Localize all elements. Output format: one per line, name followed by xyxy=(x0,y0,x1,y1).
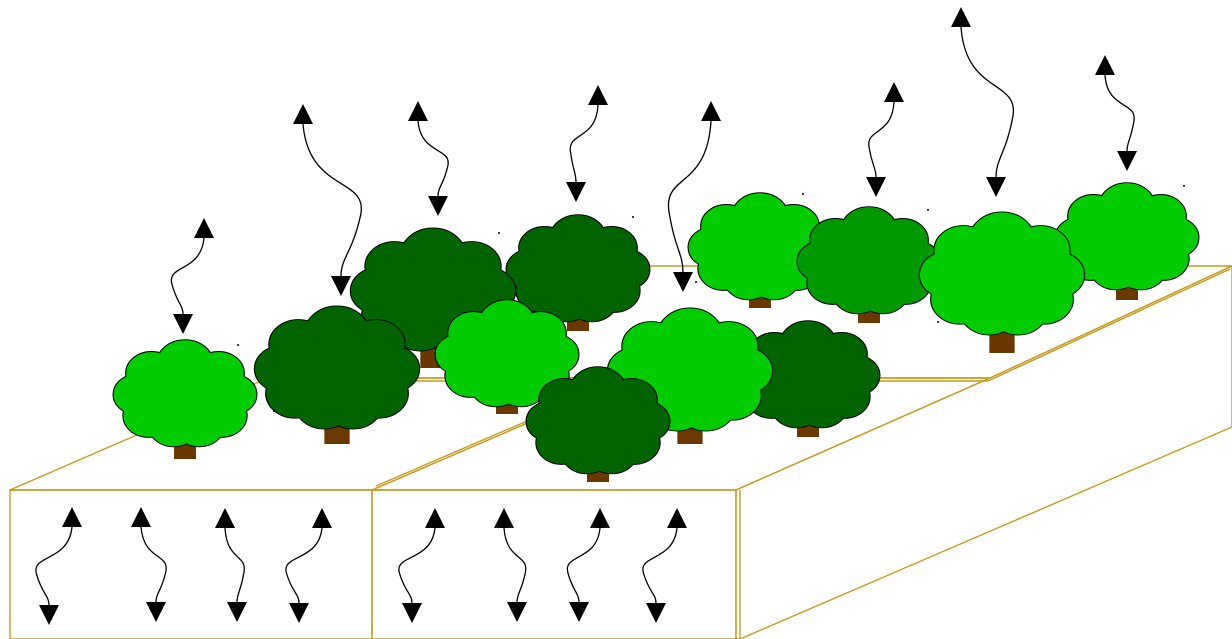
down-arrow-icon xyxy=(39,605,59,625)
ground-speck xyxy=(1183,185,1185,187)
double-headed-arrow-icon xyxy=(494,508,527,622)
double-headed-arrow-icon xyxy=(566,85,608,202)
ground-speck xyxy=(802,193,804,195)
trees xyxy=(112,182,1200,482)
ground-speck xyxy=(695,281,697,283)
double-headed-arrow-icon xyxy=(951,7,1015,197)
down-arrow-icon xyxy=(569,602,589,622)
double-headed-arrow-icon xyxy=(566,508,610,622)
double-headed-arrow-icon xyxy=(35,507,82,625)
tree-icon xyxy=(253,305,421,444)
canopy-arrows xyxy=(170,7,1137,334)
tree-icon xyxy=(525,366,671,482)
down-arrow-icon xyxy=(566,182,586,202)
double-headed-arrow-icon xyxy=(131,507,167,622)
right-block-side-face xyxy=(735,265,1232,639)
down-arrow-icon xyxy=(331,276,351,296)
up-arrow-icon xyxy=(590,508,610,528)
double-headed-arrow-icon xyxy=(642,508,687,623)
up-arrow-icon xyxy=(884,82,904,102)
down-arrow-icon xyxy=(227,602,247,622)
double-headed-arrow-icon xyxy=(866,82,904,197)
down-arrow-icon xyxy=(986,177,1006,197)
tree-icon xyxy=(505,214,651,331)
down-arrow-icon xyxy=(146,602,166,622)
down-arrow-icon xyxy=(428,196,448,216)
middle-block-front-face xyxy=(371,489,737,639)
ground-speck xyxy=(632,216,634,218)
up-arrow-icon xyxy=(312,508,332,528)
double-headed-arrow-icon xyxy=(408,101,449,216)
down-arrow-icon xyxy=(866,177,886,197)
up-arrow-icon xyxy=(494,508,514,528)
ground-speck xyxy=(927,209,929,211)
up-arrow-icon xyxy=(667,508,687,528)
up-arrow-icon xyxy=(131,507,151,527)
tree-icon xyxy=(112,339,258,459)
down-arrow-icon xyxy=(402,603,422,623)
up-arrow-icon xyxy=(701,101,721,121)
up-arrow-icon xyxy=(951,7,971,27)
ground-speck xyxy=(237,344,239,346)
up-arrow-icon xyxy=(1095,55,1115,75)
double-headed-arrow-icon xyxy=(285,508,332,623)
double-headed-arrow-icon xyxy=(215,508,247,622)
tree-icon xyxy=(687,192,833,308)
down-arrow-icon xyxy=(646,603,666,623)
down-arrow-icon xyxy=(673,272,693,292)
ground-speck xyxy=(937,321,939,323)
double-headed-arrow-icon xyxy=(398,508,445,623)
tree-icon xyxy=(735,320,881,437)
ground-speck xyxy=(498,232,500,234)
down-arrow-icon xyxy=(1117,151,1137,171)
up-arrow-icon xyxy=(62,507,82,527)
down-arrow-icon xyxy=(289,603,309,623)
down-arrow-icon xyxy=(173,314,193,334)
tree-icon xyxy=(606,307,774,444)
up-arrow-icon xyxy=(293,104,313,124)
double-headed-arrow-icon xyxy=(293,104,363,296)
double-headed-arrow-icon xyxy=(170,218,214,334)
up-arrow-icon xyxy=(215,508,235,528)
up-arrow-icon xyxy=(588,85,608,105)
tree-icon xyxy=(434,299,580,414)
left-block-front-face xyxy=(9,489,373,639)
double-headed-arrow-icon xyxy=(667,101,721,292)
up-arrow-icon xyxy=(408,101,428,121)
down-arrow-icon xyxy=(507,602,527,622)
soil-arrows xyxy=(35,507,687,625)
double-headed-arrow-icon xyxy=(1095,55,1137,171)
tree-icon xyxy=(796,206,942,323)
tree-icon xyxy=(918,211,1086,353)
tree-icon xyxy=(1054,182,1200,300)
up-arrow-icon xyxy=(425,508,445,528)
up-arrow-icon xyxy=(194,218,214,238)
